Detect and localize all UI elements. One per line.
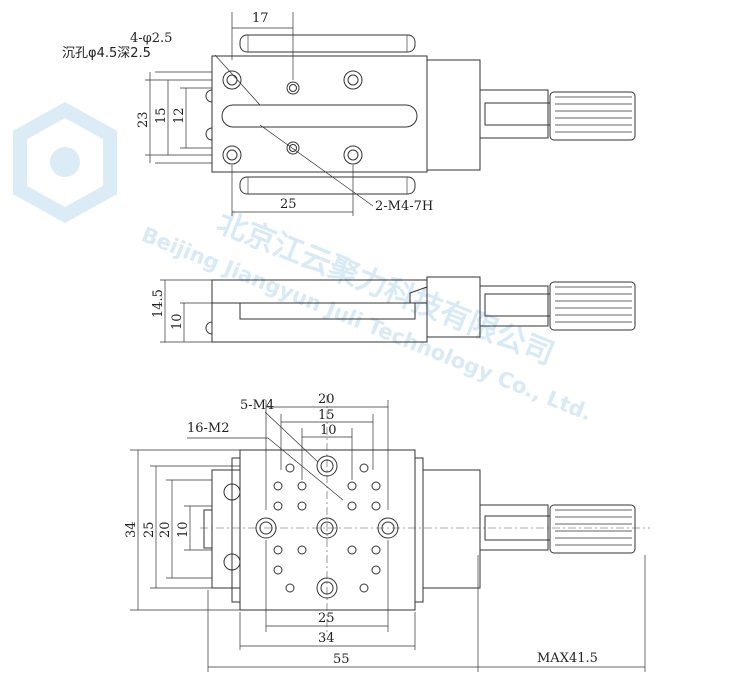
dim-top-12: 12 [172, 107, 187, 124]
dim-bottom-20v: 20 [158, 521, 173, 538]
side-view: 14.5 10 [151, 276, 636, 343]
bottom-plate-lip-left [231, 457, 241, 603]
dim-bottom-34h: 34 [318, 631, 335, 646]
top-rail-upper [239, 34, 416, 53]
callout-counterbore: 沉孔φ4.5深2.5 [62, 46, 151, 61]
dim-side-10: 10 [170, 313, 185, 330]
dim-bottom-10v: 10 [176, 521, 191, 538]
bottom-lower-body [211, 469, 241, 589]
dim-bottom-25: 25 [142, 521, 157, 538]
bottom-housing [422, 469, 481, 589]
top-slot [221, 104, 418, 128]
dim-bottom-34: 34 [124, 521, 139, 538]
watermark-logo-icon [13, 101, 117, 224]
bottom-shaft-boss [479, 504, 549, 551]
callout-tap: 2-M4-7H [375, 199, 433, 214]
top-shaft-boss [479, 89, 549, 139]
top-rail-lower [239, 176, 416, 195]
dim-max-travel: MAX41.5 [537, 651, 598, 666]
top-plate [211, 55, 428, 173]
dim-top-25: 25 [280, 197, 297, 212]
dim-bottom-20: 20 [318, 392, 335, 407]
watermark-company-en: Beijing Jiangyun Juli Technology Co., Lt… [138, 222, 595, 425]
side-shaft-boss [479, 285, 549, 327]
top-view: 17 4-φ2.5 沉孔φ4.5深2.5 23 15 12 25 2-M4-7H [62, 11, 636, 216]
top-housing [426, 59, 481, 171]
top-knob [549, 91, 636, 141]
top-holes [222, 70, 363, 165]
bottom-knob [549, 504, 636, 554]
callout-4-holes: 4-φ2.5 [130, 31, 172, 46]
bottom-holes-m4 [255, 455, 399, 599]
dim-top-15: 15 [154, 107, 169, 124]
dim-side-14-5: 14.5 [151, 289, 166, 318]
dim-bottom-55: 55 [333, 652, 350, 667]
dim-bottom-15: 15 [318, 408, 335, 423]
bottom-holes-m2 [273, 463, 381, 593]
side-rail [239, 302, 416, 320]
side-shaft [484, 293, 551, 317]
dim-bottom-10: 10 [320, 423, 337, 438]
dim-top-23: 23 [136, 111, 151, 128]
callout-5-m4: 5-M4 [240, 398, 274, 413]
watermark: 北京江云聚力科技有限公司 Beijing Jiangyun Juli Techn… [13, 101, 595, 426]
callout-16-m2: 16-M2 [187, 421, 230, 436]
watermark-logo-core [50, 147, 80, 177]
side-knob [549, 281, 636, 331]
dim-bottom-25h: 25 [318, 611, 335, 626]
dim-top-17: 17 [252, 11, 269, 26]
bottom-plate-lip-right [414, 457, 424, 603]
top-shaft [484, 102, 551, 126]
bottom-view: 20 15 10 5-M4 16-M2 34 25 20 10 25 [124, 392, 650, 672]
